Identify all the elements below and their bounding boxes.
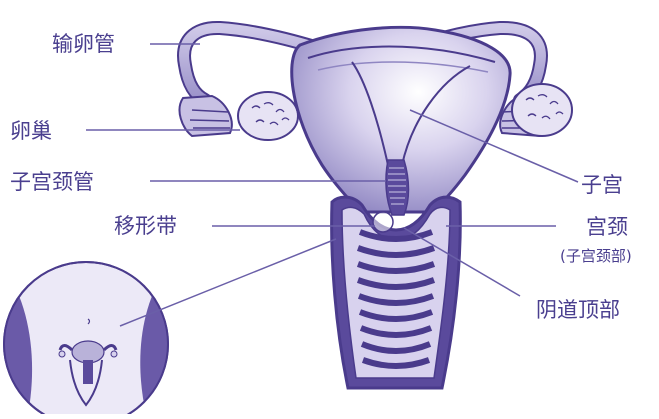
label-uterus: 子宫 xyxy=(581,173,623,197)
label-transformation-zone: 移形带 xyxy=(114,214,177,238)
label-ovary: 卵巢 xyxy=(10,119,52,143)
right-ovary xyxy=(512,84,572,136)
cervical-canal xyxy=(386,160,409,215)
label-fallopian-tube: 输卵管 xyxy=(52,32,115,56)
left-ovary xyxy=(238,92,298,140)
label-cervical-canal: 子宫颈管 xyxy=(10,170,94,194)
label-cervix: 宫颈 xyxy=(586,215,628,239)
leader-inset xyxy=(120,239,336,326)
label-cervix-note: (子宫颈部) xyxy=(560,247,632,265)
body-location-inset xyxy=(0,262,172,414)
label-vaginal-fornix: 阴道顶部 xyxy=(536,298,620,322)
